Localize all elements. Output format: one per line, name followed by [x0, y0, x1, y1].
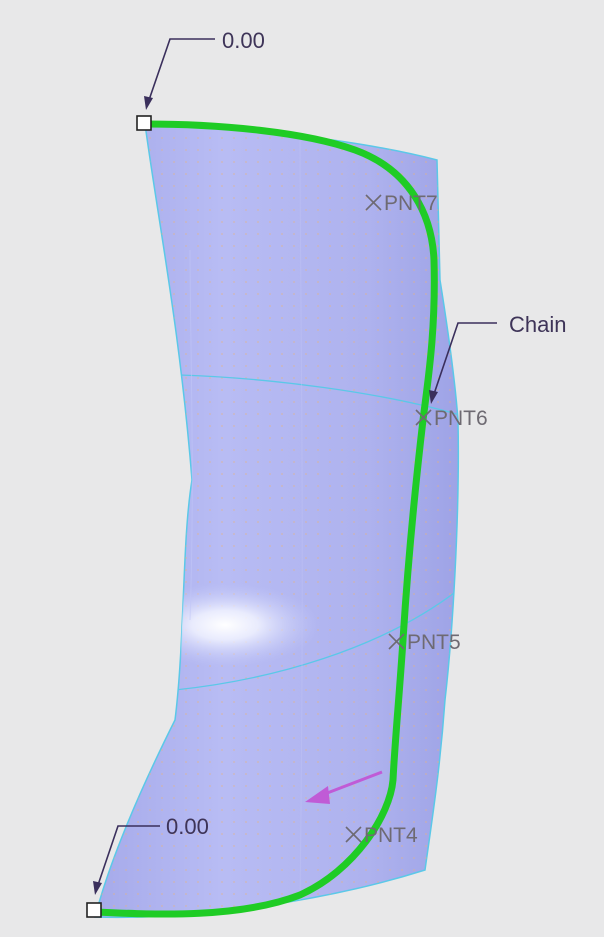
pnt5-mark[interactable]: [388, 633, 405, 650]
end-handle: [86, 902, 102, 918]
pnt6-mark[interactable]: [415, 409, 432, 426]
start-handle: [136, 115, 152, 131]
direction-arrow[interactable]: [305, 770, 383, 804]
pnt7-label: PNT7: [384, 192, 438, 215]
pnt5-label: PNT5: [407, 631, 461, 654]
pnt7-mark[interactable]: [365, 194, 382, 211]
pnt4-label: PNT4: [364, 824, 418, 847]
pnt4-mark[interactable]: [345, 826, 362, 843]
top-dimension-leader: [144, 38, 215, 110]
chain-leader: [429, 322, 497, 404]
chain-label[interactable]: Chain: [509, 312, 566, 337]
pnt6-label: PNT6: [434, 407, 488, 430]
chain-curve: [91, 120, 438, 918]
bottom-dimension-value[interactable]: 0.00: [166, 814, 209, 839]
surface-highlight: [130, 583, 320, 667]
top-dimension-value[interactable]: 0.00: [222, 28, 265, 53]
bottom-dimension-leader: [93, 825, 160, 895]
